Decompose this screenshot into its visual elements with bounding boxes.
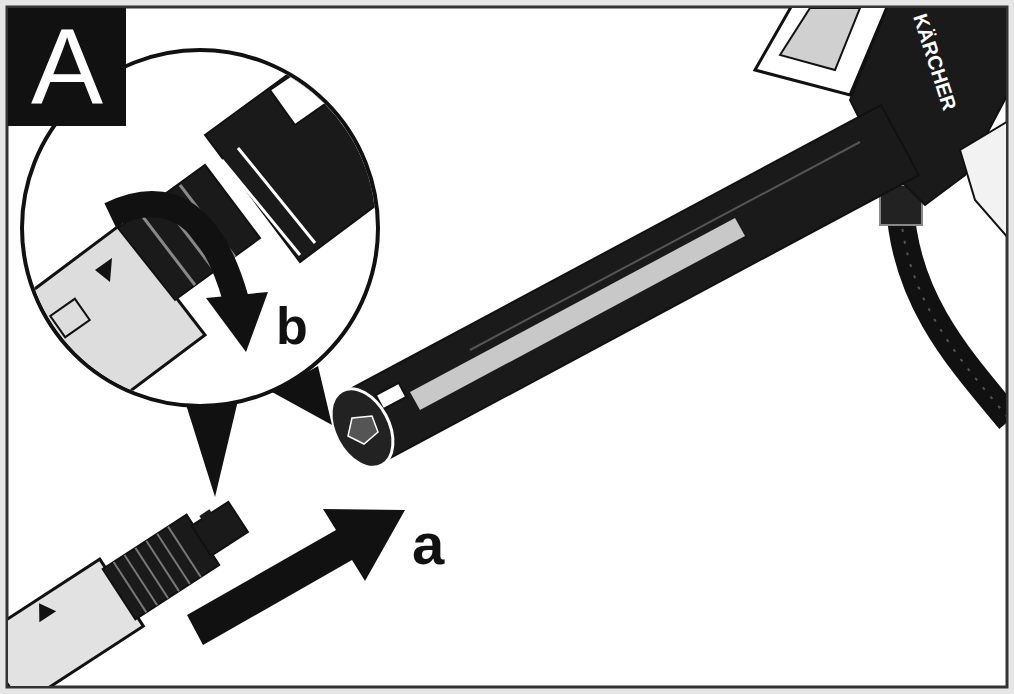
step-letter: b [276,300,308,352]
push-arrow [187,509,405,645]
hose [900,205,1006,420]
gun-tube [343,105,919,463]
lance-icon [8,667,14,686]
gun-socket [318,378,405,478]
lance-ribs [114,527,201,613]
lance-icon [50,299,89,338]
lance-triangle-mark [31,598,56,622]
lance-triangle-mark [95,258,112,282]
gun-latch-zoom [270,56,345,125]
gun-trigger [960,120,1006,240]
panel-letter: A [31,13,103,121]
turn-arrow-head [206,292,268,352]
step-letter: a [412,515,444,573]
gun-socket-hex [348,416,378,444]
lance [8,483,260,686]
drawing [8,8,1006,686]
panel-letter-box: A [8,8,126,126]
lance-tip [191,502,248,556]
gun-casing-panel [780,8,860,70]
gun-tube-edge [470,142,860,350]
hose-ribs [900,205,1006,420]
lance-lug [199,509,213,522]
turn-arrow [110,204,236,300]
gun-tube-highlight [410,218,745,410]
